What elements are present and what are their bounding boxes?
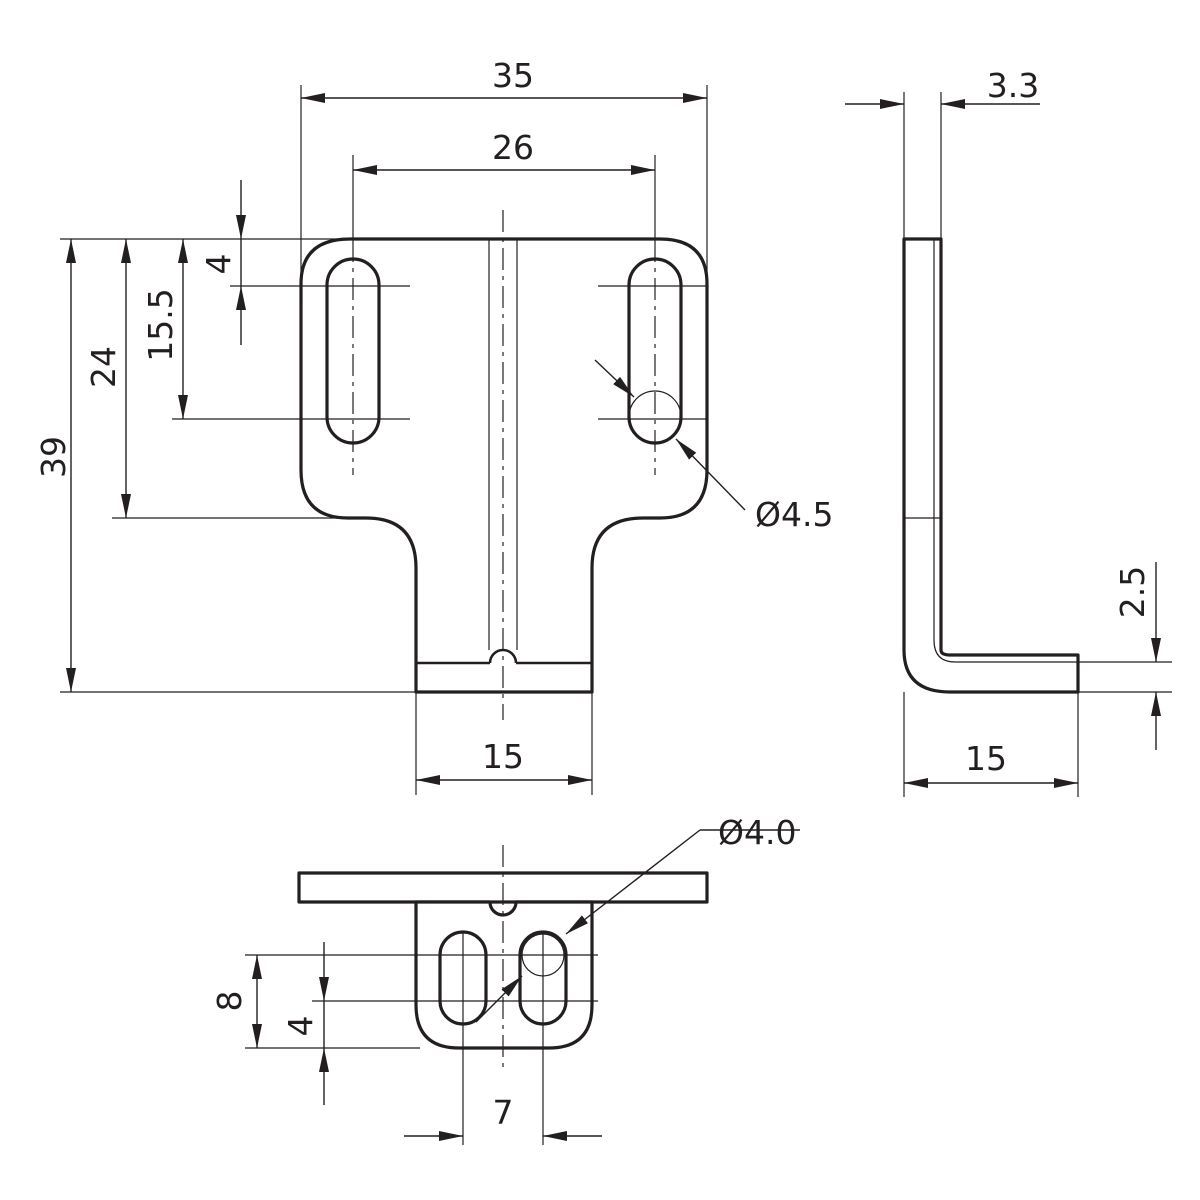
l-profile: [902, 237, 1080, 694]
bottom-view: 8 4 7 Ø4.0: [210, 813, 800, 1145]
dim-label-7: 7: [493, 1093, 514, 1132]
dim-label-39: 39: [34, 436, 73, 478]
dim-label-26: 26: [492, 128, 534, 167]
bend-line: [933, 239, 1078, 663]
dim-label-diameter-4-0: Ø4.0: [718, 813, 796, 852]
dim-label-4: 4: [199, 254, 238, 275]
dim-label-4-bottom: 4: [281, 1016, 320, 1037]
dim-label-15-tab: 15: [482, 737, 524, 776]
dim-label-8: 8: [210, 991, 249, 1012]
leader-line: [675, 438, 746, 511]
dim-label-15-5: 15.5: [141, 288, 180, 361]
dim-label-2-5: 2.5: [1113, 566, 1152, 618]
dim-label-diameter-4-5: Ø4.5: [755, 495, 833, 534]
dim-label-3-3: 3.3: [987, 66, 1039, 105]
dim-label-35: 35: [492, 56, 534, 95]
leader-line: [565, 829, 701, 935]
leader-line: [475, 975, 523, 1023]
dim-label-24: 24: [84, 346, 123, 388]
dim-label-15-foot: 15: [965, 739, 1007, 778]
side-view: 3.3 2.5 15: [845, 66, 1172, 797]
leader-line: [594, 359, 635, 398]
front-view: 35 26 4 15.5 24 39 15 Ø4.5: [34, 56, 833, 795]
